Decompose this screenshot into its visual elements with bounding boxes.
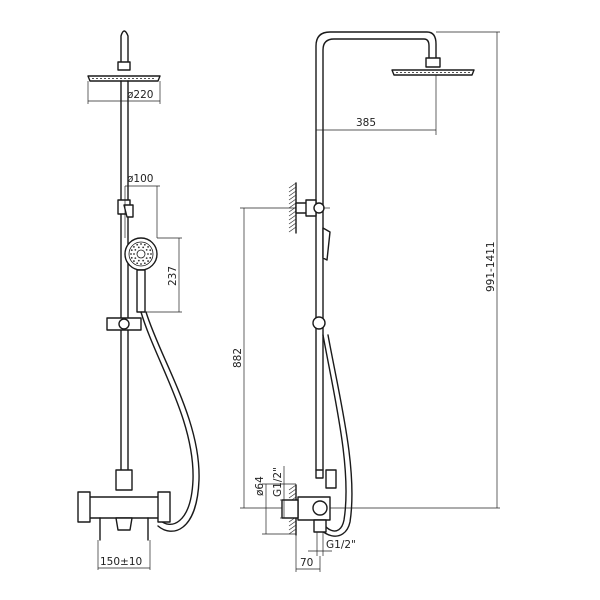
front-view [77,30,200,541]
nozzle-dot [147,246,149,248]
nozzle-dot [137,259,140,262]
dim-hand-length: 237 [167,266,179,286]
side-hose [317,334,347,532]
side-hand-shower [322,227,331,261]
side-riser-outer [315,31,437,471]
nozzle-dot [130,253,132,255]
wall-hatch-line [288,218,297,225]
front-hose [140,311,194,525]
wall-hatch-line [288,186,297,193]
dim-mixer-spacing: 150±10 [100,556,142,568]
side-view [281,31,475,537]
side-dimensions: 385 991-1411 882 ø64 G1/2" G1/2" 70 [232,31,500,572]
nozzle-dot [142,259,145,262]
wall-hatch-line [288,190,297,197]
nozzle-dot [130,256,133,259]
front-mixer-body [83,496,165,519]
nozzle-dot [140,243,142,245]
front-diverter-lever [123,204,134,218]
wall-hatch-line [288,210,297,217]
nozzle-dot [136,243,139,246]
nozzle-dot [133,260,135,262]
hand-shower-nozzles [130,243,152,265]
dim-thread-side: G1/2" [272,467,284,497]
dim-height-total: 991-1411 [485,241,497,292]
nozzle-dot [140,263,142,265]
front-dimensions: ø220 ø100 237 150±10 [87,81,182,570]
wall-hatch-line [288,524,297,531]
side-mixer-outlet [312,500,328,516]
front-head-connector [117,61,131,71]
nozzle-dot [133,246,135,248]
side-slide-holder [312,316,326,330]
wall-hatch-line [288,202,297,209]
nozzle-dot [137,246,140,249]
dim-head-diameter: ø220 [127,89,153,101]
wall-hatch-line [288,222,297,229]
dim-mixer-height: 882 [232,348,244,368]
nozzle-dot [147,260,149,262]
nozzle-dot [149,249,152,252]
dim-thread-bottom: G1/2" [326,539,356,551]
side-riser-inner [322,38,430,471]
front-mixer-knob-left [77,491,91,523]
wall-hatch-line [288,484,297,491]
nozzle-dot [133,253,135,255]
nozzle-dot [149,256,152,259]
nozzle-dot [130,249,133,252]
nozzle-dot [143,262,146,265]
wall-hatch-line [288,198,297,205]
nozzle-dot [142,246,145,249]
nozzle-dot [150,253,152,255]
front-mixer-knob-right [157,491,171,523]
wall-hatch-line [288,520,297,527]
wall-hatch-line [288,488,297,495]
side-lower-wall-bracket [281,484,299,536]
wall-hatch-line [288,214,297,221]
wall-hatch-line [288,226,297,233]
front-hand-shower-head [124,237,158,271]
nozzle-dot [147,253,149,255]
side-mixer-knob [325,469,337,489]
nozzle-dot [143,243,146,246]
front-lower-connector [115,469,133,491]
nozzle-dot [134,248,137,251]
wall-hatch-line [288,194,297,201]
dim-arm-reach: 385 [356,117,376,129]
nozzle-dot [134,257,137,260]
front-top-arm [120,30,129,63]
wall-hatch-line [288,528,297,535]
front-mixer-spout [115,517,133,531]
nozzle-dot [145,248,148,251]
dim-wall-offset: 70 [300,557,313,569]
dim-hand-diameter: ø100 [127,173,153,185]
dim-cover-diameter: ø64 [254,476,266,496]
front-hand-shower-handle [136,269,146,313]
wall-hatch-line [288,182,297,189]
wall-hatch-line [288,492,297,499]
nozzle-dot [136,262,139,265]
nozzle-dot [145,257,148,260]
